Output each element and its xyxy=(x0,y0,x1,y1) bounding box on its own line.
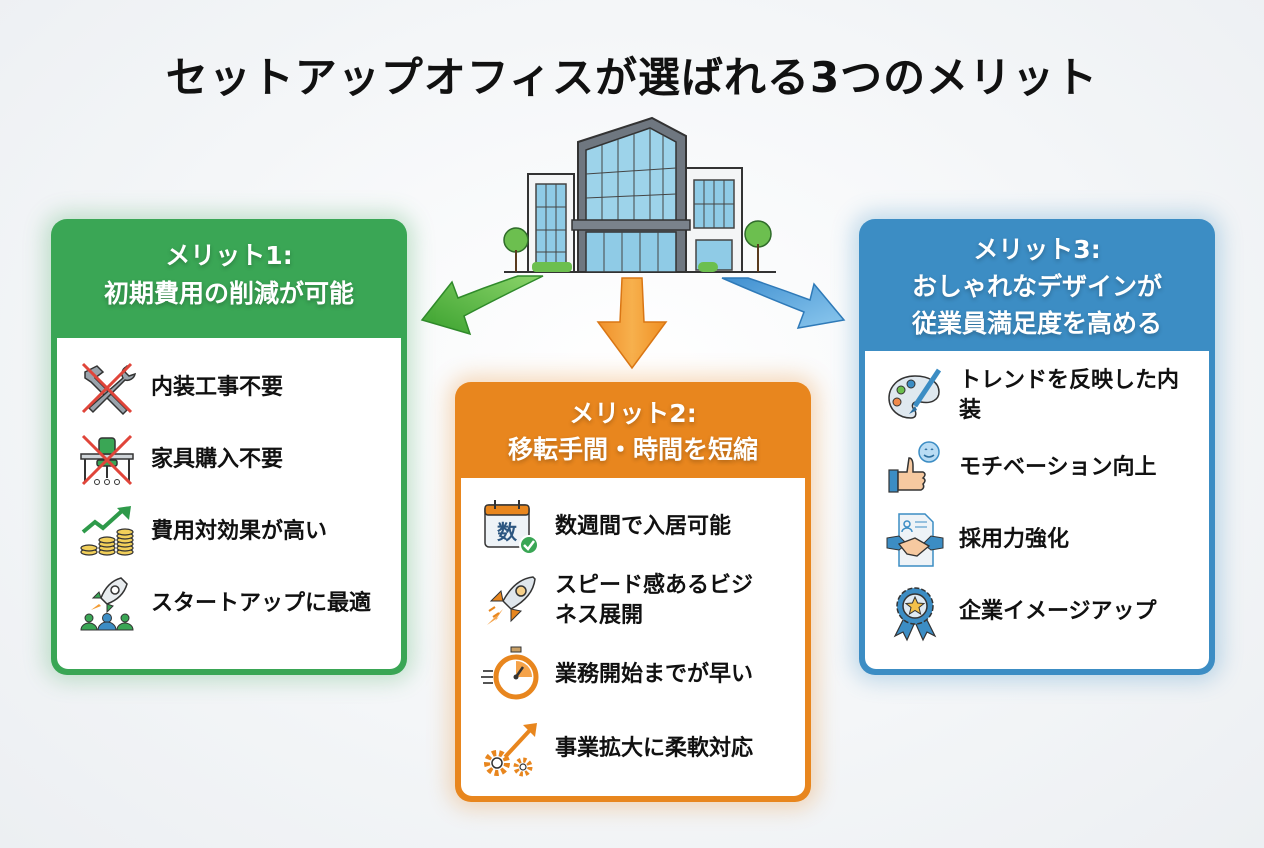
list-item: モチベーション向上 xyxy=(885,437,1209,499)
merit-2-header: メリット2: 移転手間・時間を短縮 xyxy=(455,382,811,478)
award-ribbon-icon xyxy=(893,587,937,642)
growth-coins-icon xyxy=(80,506,134,556)
list-item: 採用力強化 xyxy=(885,509,1209,571)
list-item: 費用対効果が高い xyxy=(77,500,401,564)
merit-2-number: メリット2: xyxy=(569,399,697,428)
item-label: スタートアップに最適 xyxy=(151,591,372,616)
calendar-text: 数 xyxy=(497,520,518,544)
rocket-icon xyxy=(487,576,536,625)
merit-1-header: メリット1: 初期費用の削減が可能 xyxy=(51,219,407,338)
merit-3-title-line1: おしゃれなデザインが xyxy=(911,272,1162,301)
arrow-to-merit-2 xyxy=(596,277,668,370)
item-label: スピード感あるビジネス展開 xyxy=(555,573,754,628)
item-label: 企業イメージアップ xyxy=(959,599,1157,624)
item-label: 家具購入不要 xyxy=(151,447,284,472)
gears-arrow-icon xyxy=(484,723,537,777)
merit-3-header: メリット3: おしゃれなデザインが 従業員満足度を高める xyxy=(859,219,1215,351)
list-item: 数 数週間で入居可能 xyxy=(481,496,805,558)
page-title: セットアップオフィスが選ばれる3つのメリット xyxy=(165,53,1099,102)
calendar-check-icon: 数 xyxy=(484,500,539,555)
merit-card-2: メリット2: 移転手間・時間を短縮 数 数週間で入居可能 スピード感あるビ xyxy=(455,382,811,802)
list-item: 事業拡大に柔軟対応 xyxy=(481,718,805,780)
thumbs-up-smile-icon xyxy=(888,441,940,493)
handshake-resume-icon xyxy=(886,513,944,567)
item-label: 採用力強化 xyxy=(959,527,1070,552)
item-label: 費用対効果が高い xyxy=(151,519,328,544)
list-item: 内装工事不要 xyxy=(77,356,401,420)
arrow-to-merit-1 xyxy=(420,275,544,336)
merit-card-1: メリット1: 初期費用の削減が可能 内装工事不要 家具購入不要 xyxy=(51,219,407,675)
list-item: スピード感あるビジネス展開 xyxy=(481,570,805,632)
list-item: 家具購入不要 xyxy=(77,428,401,492)
merit-3-title-line2: 従業員満足度を高める xyxy=(911,309,1162,338)
merit-3-number: メリット3: xyxy=(973,235,1101,264)
item-label: トレンドを反映した内装 xyxy=(959,368,1180,423)
office-building-icon xyxy=(503,116,776,273)
list-item: 企業イメージアップ xyxy=(885,581,1209,643)
item-label: 数週間で入居可能 xyxy=(555,514,732,539)
list-item: トレンドを反映した内装 xyxy=(885,365,1209,427)
startup-team-rocket-icon xyxy=(80,577,134,631)
merit-2-list: 数 数週間で入居可能 スピード感あるビジネス展開 xyxy=(461,478,805,796)
merit-3-list: トレンドを反映した内装 モチベーション向上 採用力強化 xyxy=(865,351,1209,669)
item-label: 業務開始までが早い xyxy=(555,662,754,687)
list-item: スタートアップに最適 xyxy=(77,572,401,636)
arrow-to-merit-3 xyxy=(721,277,846,329)
merit-card-3: メリット3: おしゃれなデザインが 従業員満足度を高める トレンドを反映した内装… xyxy=(859,219,1215,675)
no-furniture-icon xyxy=(80,434,134,486)
merit-1-title: 初期費用の削減が可能 xyxy=(103,279,354,308)
item-label: 内装工事不要 xyxy=(151,375,284,400)
no-construction-tools-icon xyxy=(81,362,137,416)
list-item: 業務開始までが早い xyxy=(481,644,805,706)
stopwatch-icon xyxy=(481,646,539,700)
merit-2-title: 移転手間・時間を短縮 xyxy=(507,435,758,464)
merit-1-list: 内装工事不要 家具購入不要 xyxy=(57,338,401,669)
merit-1-number: メリット1: xyxy=(165,241,293,270)
item-label: 事業拡大に柔軟対応 xyxy=(555,736,754,761)
palette-brush-icon xyxy=(888,368,942,419)
item-label: モチベーション向上 xyxy=(959,455,1157,480)
